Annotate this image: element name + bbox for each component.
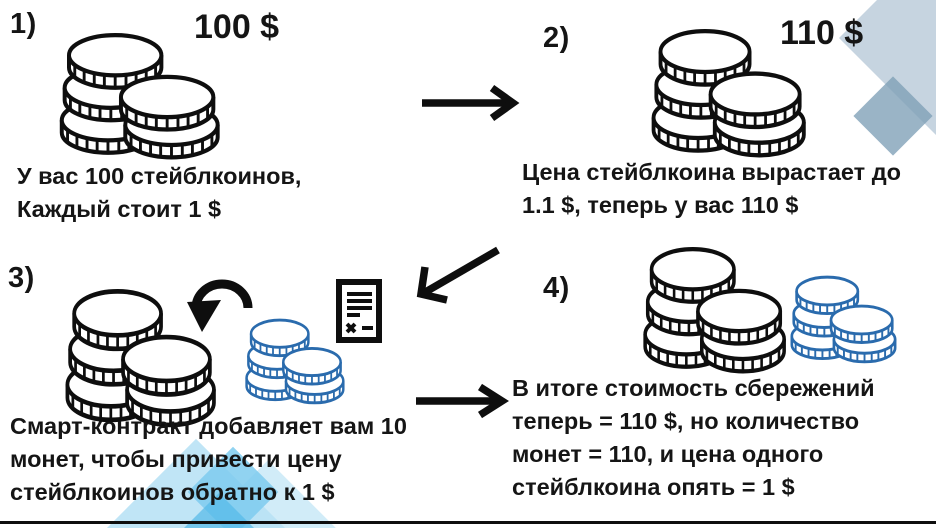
smart-contract-icon: [336, 279, 382, 343]
step-3-caption: Смарт-контракт добавляет вам 10 монет, ч…: [10, 410, 407, 509]
arrow-diagonal-icon: [416, 246, 500, 304]
step-1-amount: 100 $: [194, 8, 280, 46]
step-1-number: 1): [10, 8, 37, 40]
coins-stack-blue-icon: [243, 318, 346, 406]
step-4-number: 4): [543, 272, 570, 304]
caption-line: теперь = 110 $, но количество: [512, 408, 860, 434]
coins-stack-icon: [56, 32, 222, 162]
coins-stack-icon: [640, 246, 788, 376]
caption-line: У вас 100 стейблкоинов,: [17, 163, 302, 189]
step-2-caption: Цена стейблкоина вырастает до 1.1 $, теп…: [522, 156, 901, 222]
coins-stack-blue-icon: [788, 275, 898, 365]
caption-line: 1.1 $, теперь у вас 110 $: [522, 192, 799, 218]
step-2-number: 2): [543, 22, 570, 54]
arrow-right-icon: [422, 84, 520, 122]
footer-divider: [0, 521, 936, 524]
step-1-caption: У вас 100 стейблкоинов, Каждый стоит 1 $: [17, 160, 301, 226]
caption-line: Цена стейблкоина вырастает до: [522, 159, 901, 185]
step-3-number: 3): [8, 262, 35, 294]
step-4-caption: В итоге стоимость сбережений теперь = 11…: [512, 372, 875, 504]
caption-line: монет = 110, и цена одного: [512, 441, 824, 467]
step-2-amount: 110 $: [780, 14, 864, 52]
arrow-curved-icon: [187, 279, 253, 332]
caption-line: стейблкоина опять = 1 $: [512, 474, 795, 500]
caption-line: Смарт-контракт добавляет вам 10: [10, 413, 407, 439]
caption-line: стейблкоинов обратно к 1 $: [10, 479, 335, 505]
caption-line: монет, чтобы привести цену: [10, 446, 342, 472]
caption-line: Каждый стоит 1 $: [17, 196, 222, 222]
caption-line: В итоге стоимость сбережений: [512, 375, 875, 401]
arrow-right-icon: [416, 383, 509, 419]
